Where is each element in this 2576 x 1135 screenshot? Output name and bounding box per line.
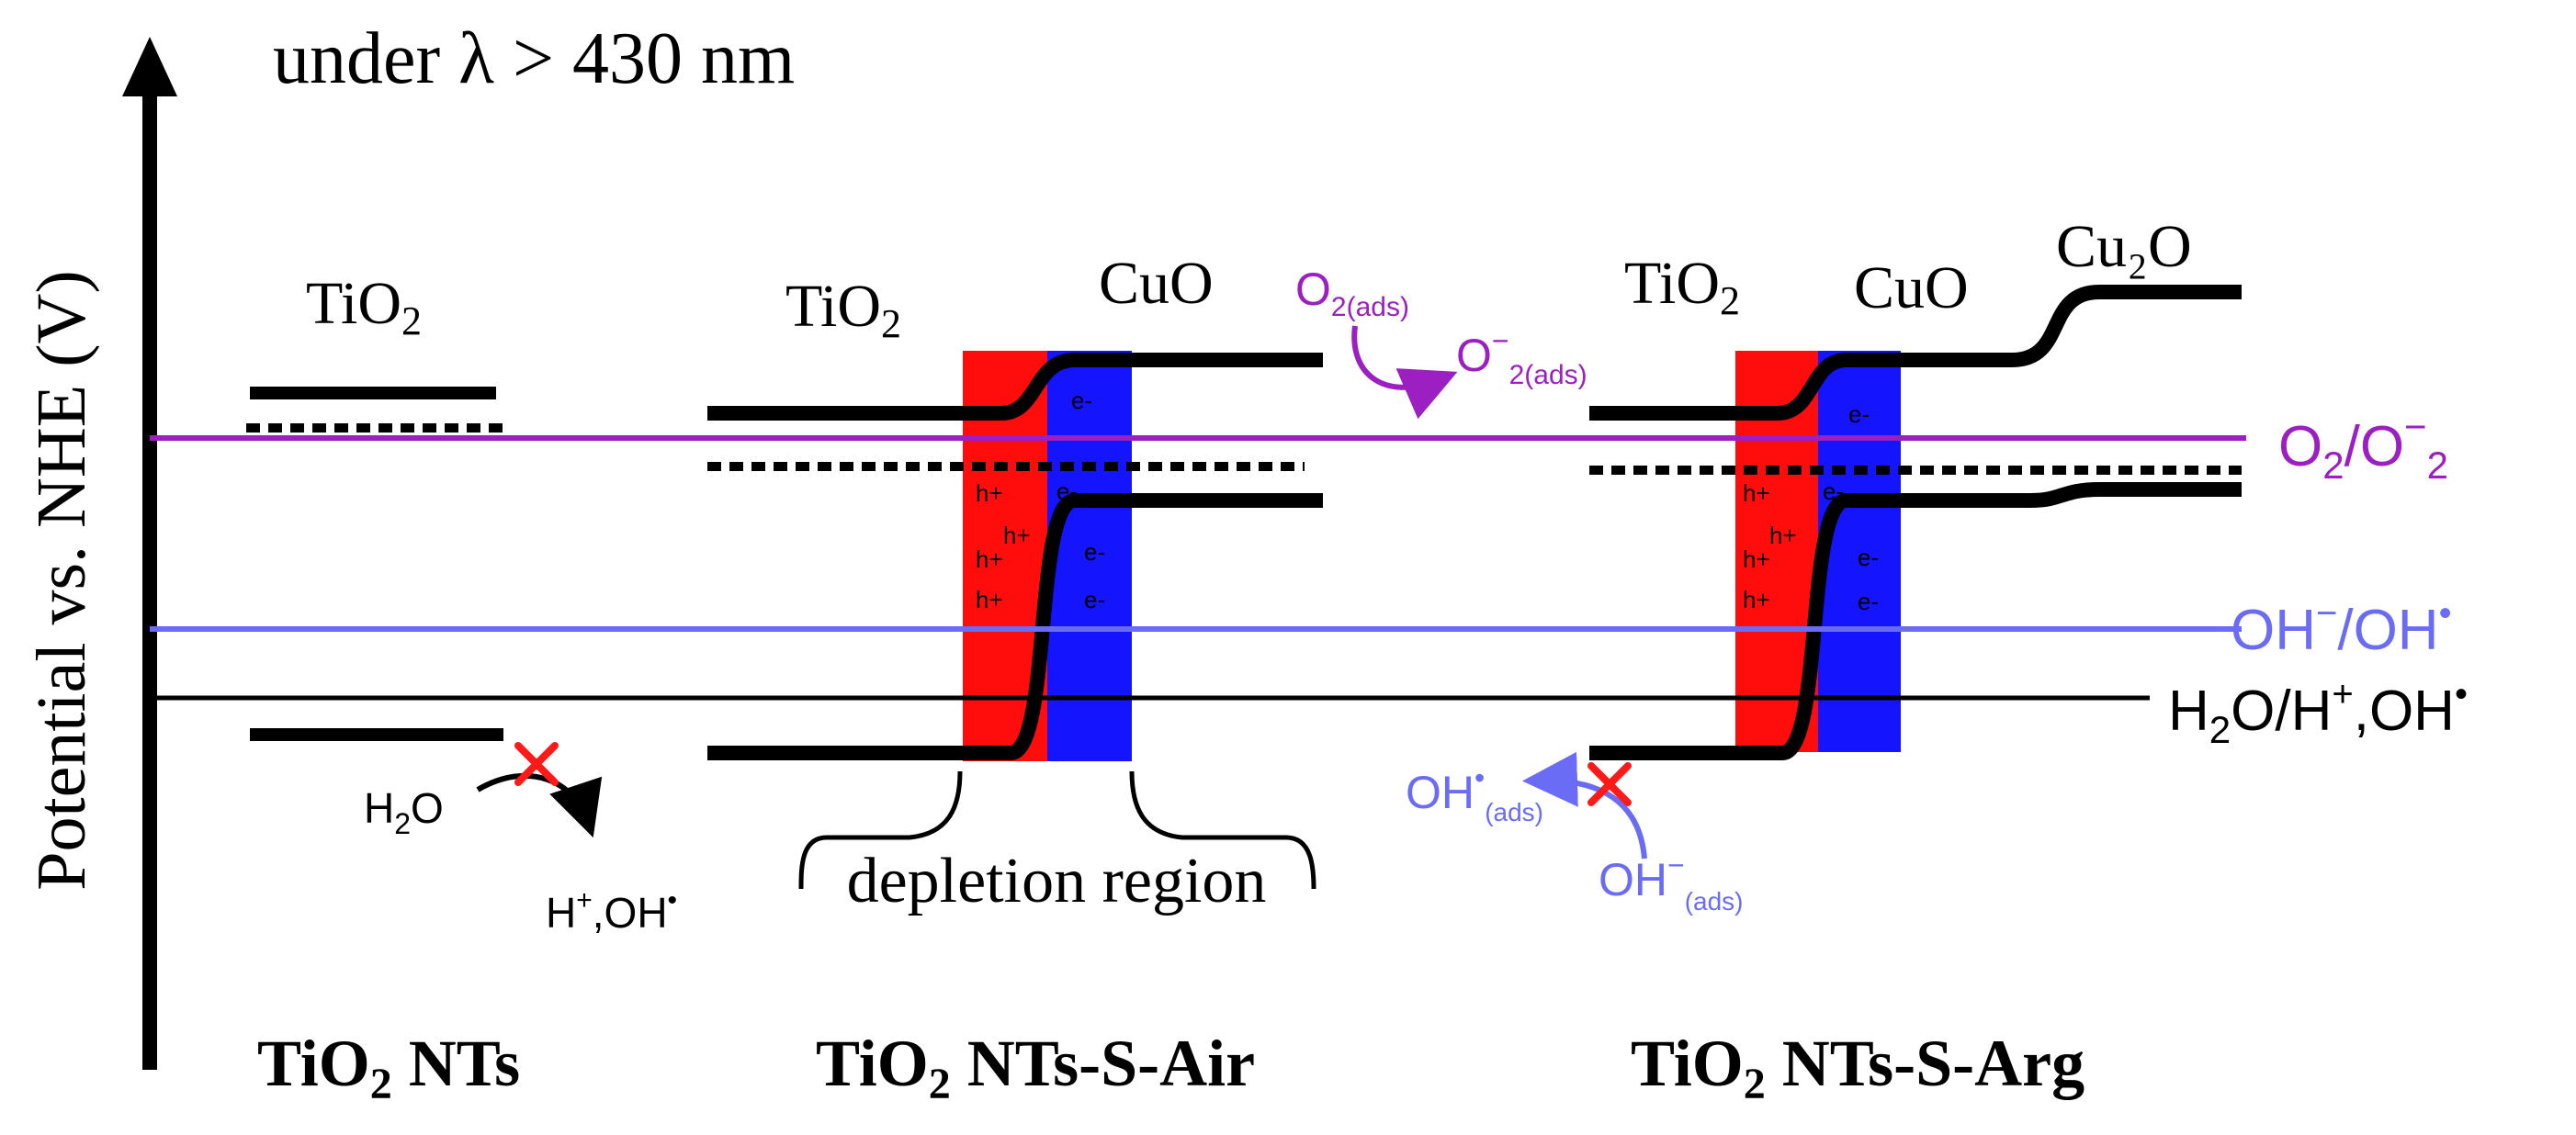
panel1-reactant: H2O <box>364 784 444 840</box>
air-hole-3: h+ <box>976 545 1003 573</box>
panel1-product: H+,OH• <box>546 885 677 937</box>
arg-electron-4: e- <box>1858 588 1879 615</box>
arg-product: OH•(ads) <box>1406 761 1543 826</box>
potential-axis <box>122 37 177 1070</box>
air-cuo-label: CuO <box>1099 250 1214 317</box>
arg-hole-3: h+ <box>1743 545 1770 573</box>
air-hole-2: h+ <box>1003 522 1031 549</box>
arg-valence-band <box>1589 482 2242 760</box>
air-reaction-arrow <box>1351 325 1458 420</box>
air-conduction-band <box>707 353 1323 421</box>
air-cuo-region <box>1047 351 1132 761</box>
arg-blocked-cross-icon <box>1587 762 1632 806</box>
air-reactant: O2(ads) <box>1295 264 1409 322</box>
y-axis-label: Potential vs. NHE (V) <box>23 270 100 890</box>
arg-electron-2: e- <box>1823 478 1844 505</box>
arg-electron-1: e- <box>1848 400 1870 428</box>
panel3-caption: TiO2 NTs-S-Arg <box>1631 1027 2085 1108</box>
arg-cuo-label: CuO <box>1854 254 1969 321</box>
panel1-caption: TiO2 NTs <box>257 1027 520 1108</box>
arg-hole-4: h+ <box>1743 586 1770 613</box>
arg-tio2-label: TiO2 <box>1624 250 1740 323</box>
air-product: O−2(ads) <box>1456 324 1587 390</box>
panel-tio2-nts: TiO2 H2O H+,OH• TiO2 NTs <box>246 270 677 1108</box>
air-electron-1: e- <box>1071 387 1092 414</box>
panel1-reaction-arrow <box>476 772 603 838</box>
depletion-label: depletion region <box>847 846 1267 916</box>
air-electron-3: e- <box>1084 538 1105 566</box>
air-electron-4: e- <box>1084 586 1105 613</box>
arg-reactant: OH−(ads) <box>1599 848 1743 916</box>
panel2-caption: TiO2 NTs-S-Air <box>816 1027 1255 1108</box>
air-tio2-label: TiO2 <box>785 273 901 346</box>
air-hole-1: h+ <box>976 479 1003 507</box>
arg-hole-1: h+ <box>1743 479 1770 507</box>
air-electron-2: e- <box>1056 478 1078 505</box>
panel-tio2-nts-s-arg: TiO2 CuO Cu₂O h+ h+ h+ h+ e- e- e- e- OH… <box>1406 213 2242 1108</box>
arg-reaction-arrow <box>1522 751 1647 860</box>
panel1-material-label: TiO2 <box>306 270 422 343</box>
panel-tio2-nts-s-air: TiO2 CuO h+ h+ h+ h+ e- e- e- e- depleti… <box>707 250 1587 1108</box>
arg-conduction-band <box>1589 285 2242 421</box>
h2o-level-label: H2O/H+,OH• <box>2168 674 2468 751</box>
arg-cu2o-label: Cu₂O <box>2056 213 2192 280</box>
arg-electron-3: e- <box>1858 544 1879 571</box>
oh-level-label: OH−/OH• <box>2231 593 2452 662</box>
condition-label: under λ > 430 nm <box>273 18 795 99</box>
air-hole-4: h+ <box>976 586 1003 613</box>
depletion-bracket-icon <box>798 770 1316 890</box>
arg-cuo-region <box>1818 351 1901 752</box>
o2-level-label: O2/O−2 <box>2278 405 2448 487</box>
panel1-blocked-cross-icon <box>514 742 559 786</box>
arg-hole-2: h+ <box>1769 522 1797 549</box>
